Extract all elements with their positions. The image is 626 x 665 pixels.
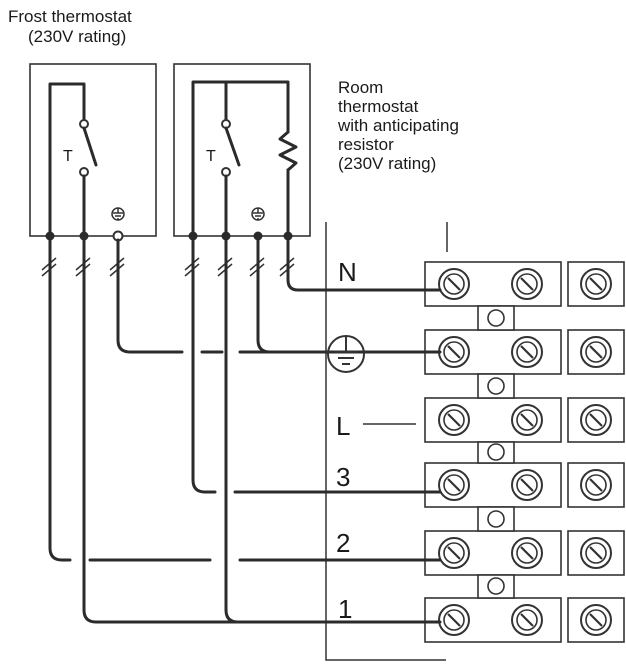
- screw-icon: [511, 604, 543, 636]
- screw-icon: [580, 404, 612, 436]
- thermostat-terminal-posts: [45, 230, 293, 242]
- wire-neutral: [286, 238, 442, 292]
- wire-room-earth: [256, 238, 272, 354]
- screw-icon: [580, 537, 612, 569]
- frost-internal-wire-1: [48, 82, 86, 238]
- screw-icon: [580, 604, 612, 636]
- screw-icon: [580, 336, 612, 368]
- screw-icon: [438, 336, 470, 368]
- room-label-line-5: (230V rating): [338, 154, 436, 173]
- screw-icon: [511, 404, 543, 436]
- screw-icon: [511, 336, 543, 368]
- frost-switch-label: T: [63, 148, 73, 165]
- room-switch-blade: [224, 126, 241, 167]
- room-thermostat-label: Room thermostat with anticipating resist…: [337, 78, 459, 173]
- terminal-label-1: 1: [338, 594, 352, 624]
- field-wiring: [48, 238, 442, 624]
- earth-terminal-icon: [327, 335, 365, 373]
- wire-terminal-1-frost: [82, 238, 442, 624]
- screw-icon: [438, 268, 470, 300]
- frost-thermostat-box: [29, 63, 157, 237]
- terminal-screws: [438, 268, 612, 636]
- wire-frost-earth: [116, 238, 442, 354]
- screw-icon: [580, 268, 612, 300]
- frost-thermostat-rating: (230V rating): [28, 27, 126, 46]
- frost-switch-blade: [82, 126, 98, 167]
- terminal-label-n: N: [338, 257, 357, 287]
- screw-icon: [580, 469, 612, 501]
- room-internal-wire-1: [191, 80, 290, 238]
- cable-break-marks: [41, 257, 295, 277]
- frost-thermostat-title: Frost thermostat: [8, 7, 132, 26]
- room-thermostat: T: [173, 63, 311, 238]
- room-label-line-4: resistor: [338, 135, 394, 154]
- screw-icon: [511, 469, 543, 501]
- terminal-label-3: 3: [336, 462, 350, 492]
- room-label-line-1: Room: [338, 78, 383, 97]
- screw-icon: [438, 604, 470, 636]
- screw-icon: [438, 404, 470, 436]
- terminal-label-l: L: [336, 411, 350, 441]
- terminal-block: [424, 261, 625, 643]
- wire-terminal-1-room: [224, 238, 240, 624]
- room-label-line-2: thermostat: [338, 97, 419, 116]
- screw-icon: [438, 469, 470, 501]
- anticipating-resistor-icon: [278, 130, 298, 172]
- frost-earth-icon: [111, 207, 125, 221]
- room-thermostat-box: [173, 63, 311, 237]
- frost-thermostat: T: [29, 63, 157, 238]
- screw-icon: [511, 537, 543, 569]
- wire-terminal-3: [191, 238, 442, 494]
- terminal-label-2: 2: [336, 528, 350, 558]
- screw-icon: [438, 537, 470, 569]
- screw-icon: [511, 268, 543, 300]
- room-label-line-3: with anticipating: [337, 116, 459, 135]
- room-earth-icon: [251, 207, 265, 221]
- wire-terminal-2: [48, 238, 442, 562]
- enclosure-edge: [325, 222, 446, 661]
- room-switch-label: T: [206, 148, 216, 165]
